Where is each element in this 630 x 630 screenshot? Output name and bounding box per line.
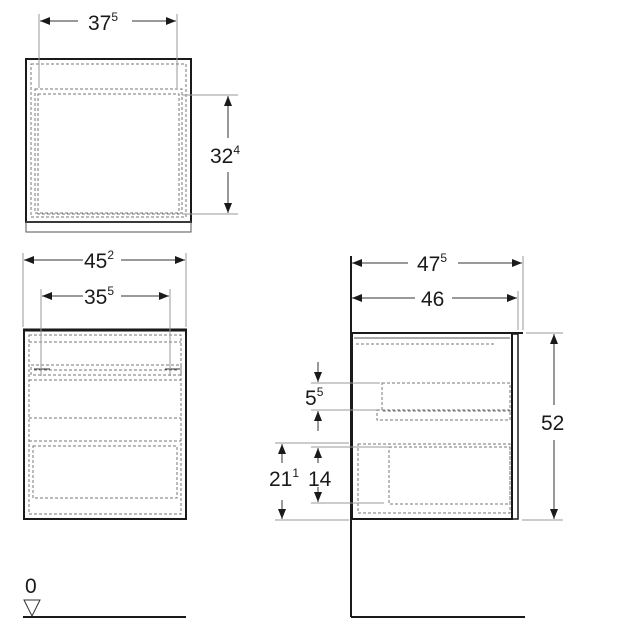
level-triangle-icon [23,599,41,618]
top-view-outline [25,58,192,223]
side-body-depth-dim-label: 46 [421,288,444,311]
top-view-base [25,221,192,233]
front-outer-width-dim-label: 452 [84,248,114,273]
top-depth-dim-label: 324 [210,143,240,168]
side-view-body [351,332,513,520]
front-view-outline [23,329,187,520]
floor-level-marker: 0 [23,575,186,618]
side-height-dim-label: 52 [541,412,564,435]
side-total-depth-dim-label: 475 [417,251,447,276]
top-view: 375 324 [25,10,240,233]
side-lower-dim-a-label: 211 [269,466,299,491]
front-view: 452 355 [22,248,187,520]
top-width-dim-label: 375 [88,10,118,35]
floor-level-label: 0 [25,575,37,598]
side-drawer-gap-dim-label: 55 [305,385,324,410]
side-lower-dim-b-label: 14 [308,468,332,491]
front-inner-width-dim-label: 355 [84,284,114,309]
side-view: 475 46 52 55 211 14 [269,251,564,618]
